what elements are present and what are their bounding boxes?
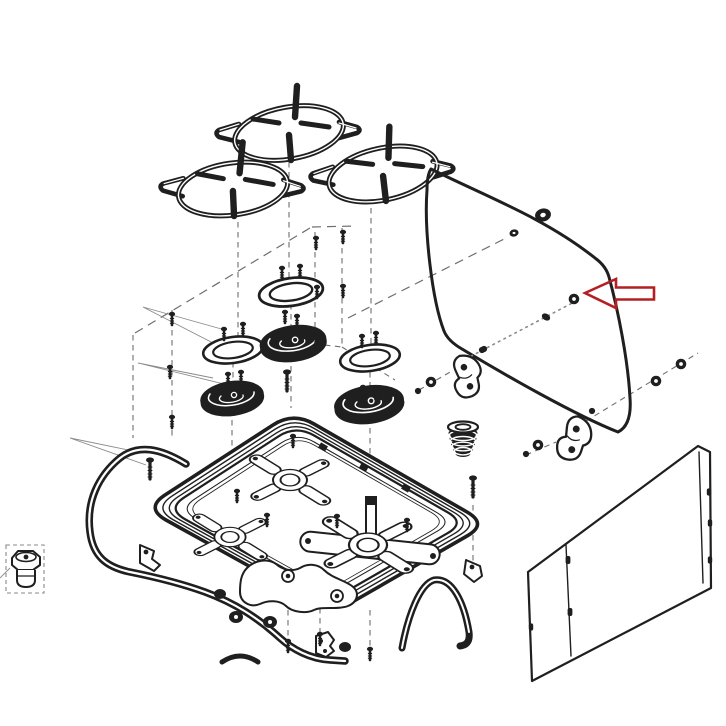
rear-panel (526, 444, 713, 683)
lid-grommet-small (509, 229, 519, 237)
burner-manifold (239, 559, 358, 614)
hob-tray (139, 416, 483, 658)
bellows-damper (446, 420, 480, 457)
highlight-arrow (581, 276, 656, 311)
rim-clips (318, 442, 411, 493)
pan-support-grate-3 (309, 125, 455, 212)
lid-hinge-2 (522, 358, 687, 466)
gas-pipe-elbow (398, 576, 473, 652)
burner-set-center (255, 262, 330, 393)
pan-support-grate-2 (159, 139, 305, 226)
pan-support-grate-1 (217, 86, 360, 168)
lid-hinge-1 (414, 346, 487, 401)
tray-feet (214, 589, 375, 665)
lid-grommet-large (535, 208, 551, 222)
glass-lid (424, 167, 632, 434)
burner-set-right (330, 329, 408, 430)
gas-pipe (85, 445, 349, 665)
panel-holes (528, 488, 713, 631)
lid-fixing-grommet (480, 293, 580, 353)
burner-set-left (197, 320, 268, 422)
injector-fitting (5, 544, 45, 594)
